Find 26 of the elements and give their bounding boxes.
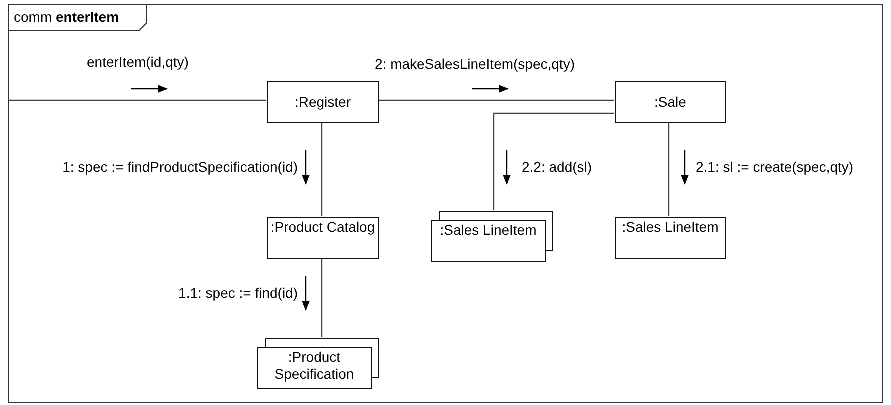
multi-object-box — [431, 211, 553, 262]
link-line — [668, 122, 670, 216]
object-box — [615, 217, 726, 259]
message-label: 2: makeSalesLineItem(spec,qty) — [375, 55, 575, 73]
message-label: 2.1: sl := create(spec,qty) — [696, 158, 854, 176]
frame — [8, 4, 883, 403]
message-label: 2.2: add(sl) — [522, 158, 592, 176]
message-label: enterItem(id,qty) — [87, 53, 189, 71]
message-label: 1: spec := findProductSpecification(id) — [62, 158, 298, 176]
link-line — [493, 112, 614, 210]
object-name: :Sale — [654, 94, 686, 110]
message-label: 1.1: spec := find(id) — [178, 284, 298, 302]
link-line — [321, 258, 323, 338]
object-name: :Product Specification — [274, 349, 356, 383]
link-line — [8, 100, 266, 102]
object-name: :Sales LineItem — [440, 222, 537, 239]
object-name: :Product Catalog — [270, 219, 376, 236]
link-line — [321, 122, 323, 216]
object-box — [615, 81, 726, 123]
object-name: :Register — [294, 94, 352, 110]
link-line — [378, 100, 614, 102]
multi-object-box — [257, 338, 379, 389]
object-box — [267, 81, 379, 123]
object-name: :Sales LineItem — [622, 219, 719, 236]
object-box — [267, 217, 379, 259]
frame-title: comm enterItem — [14, 8, 120, 26]
